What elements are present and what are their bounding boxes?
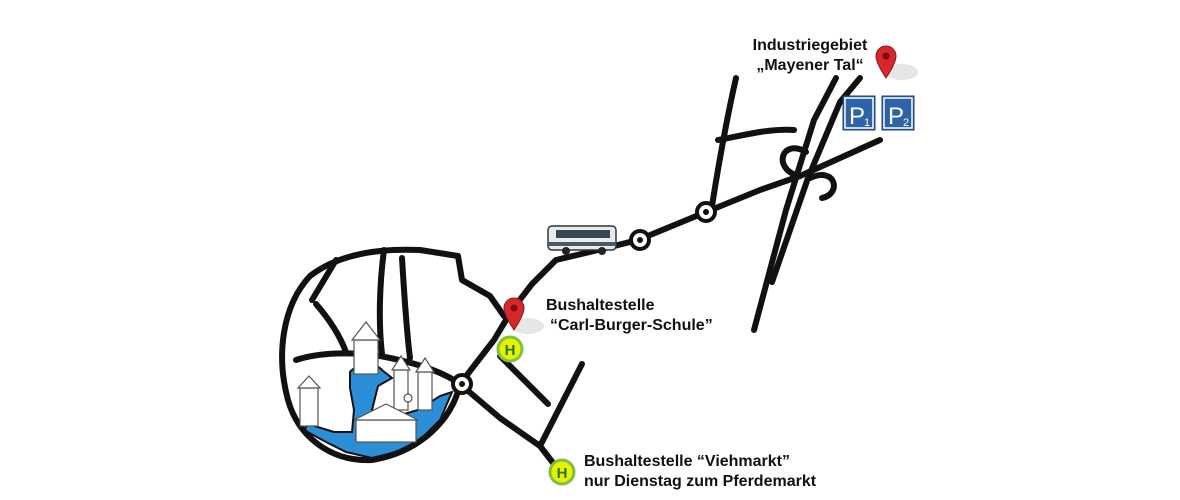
road-north-4	[715, 126, 797, 143]
bus-stop-viehmarkt-line2: nur Dienstag zum Pferdemarkt	[584, 473, 817, 490]
location-pin-icon	[875, 45, 918, 80]
road-north-3	[769, 75, 863, 285]
roundabout-icon	[629, 229, 651, 251]
industrial-area-label: Industriegebiet „Mayener Tal“	[744, 36, 876, 76]
road-viehmarkt	[457, 381, 563, 475]
road-side-1	[497, 353, 551, 407]
parking-icon: P 2	[881, 95, 915, 131]
parking-icon: P 1	[842, 95, 876, 131]
bus-stop-icon: H	[496, 335, 524, 363]
castle-icon	[296, 321, 436, 443]
road-network	[279, 75, 883, 475]
roundabout-icon	[695, 201, 717, 223]
road-inner-4	[376, 247, 387, 357]
bus-stop-carl-burger-line1: Bushaltestelle	[546, 297, 655, 314]
svg-text:2: 2	[903, 117, 909, 129]
bus-stop-viehmarkt-line1: Bushaltestelle “Viehmarkt”	[584, 453, 791, 470]
svg-text:P: P	[849, 103, 865, 130]
svg-text:H: H	[557, 465, 568, 482]
road-inner-5	[399, 255, 413, 361]
industrial-area-label-line2: „Mayener Tal“	[756, 57, 864, 74]
road-side-2	[537, 361, 585, 449]
bus-stop-viehmarkt-label: Bushaltestelle “Viehmarkt” nur Dienstag …	[584, 452, 816, 492]
road-inner-2	[309, 257, 339, 303]
road-north-1	[709, 75, 739, 209]
road-loop-2	[807, 172, 837, 201]
road-north-link	[455, 253, 507, 319]
roundabouts	[451, 201, 717, 395]
bus-stop-carl-burger-label: Bushaltestelle “Carl-Burger-Schule”	[546, 296, 713, 336]
svg-text:H: H	[505, 342, 516, 359]
bus-icon	[547, 225, 617, 255]
road-north-2	[751, 75, 839, 333]
roundabout-icon	[451, 373, 473, 395]
industrial-area-label-line1: Industriegebiet	[752, 37, 868, 54]
svg-text:1: 1	[864, 117, 870, 129]
svg-text:P: P	[888, 103, 904, 130]
road-loop-1	[779, 145, 809, 179]
bus-stop-icon: H	[548, 458, 576, 486]
bus-stop-carl-burger-line2: “Carl-Burger-Schule”	[550, 317, 713, 334]
location-pin-icon	[503, 297, 544, 334]
road-ring	[279, 246, 463, 464]
road-inner-3	[313, 301, 349, 355]
